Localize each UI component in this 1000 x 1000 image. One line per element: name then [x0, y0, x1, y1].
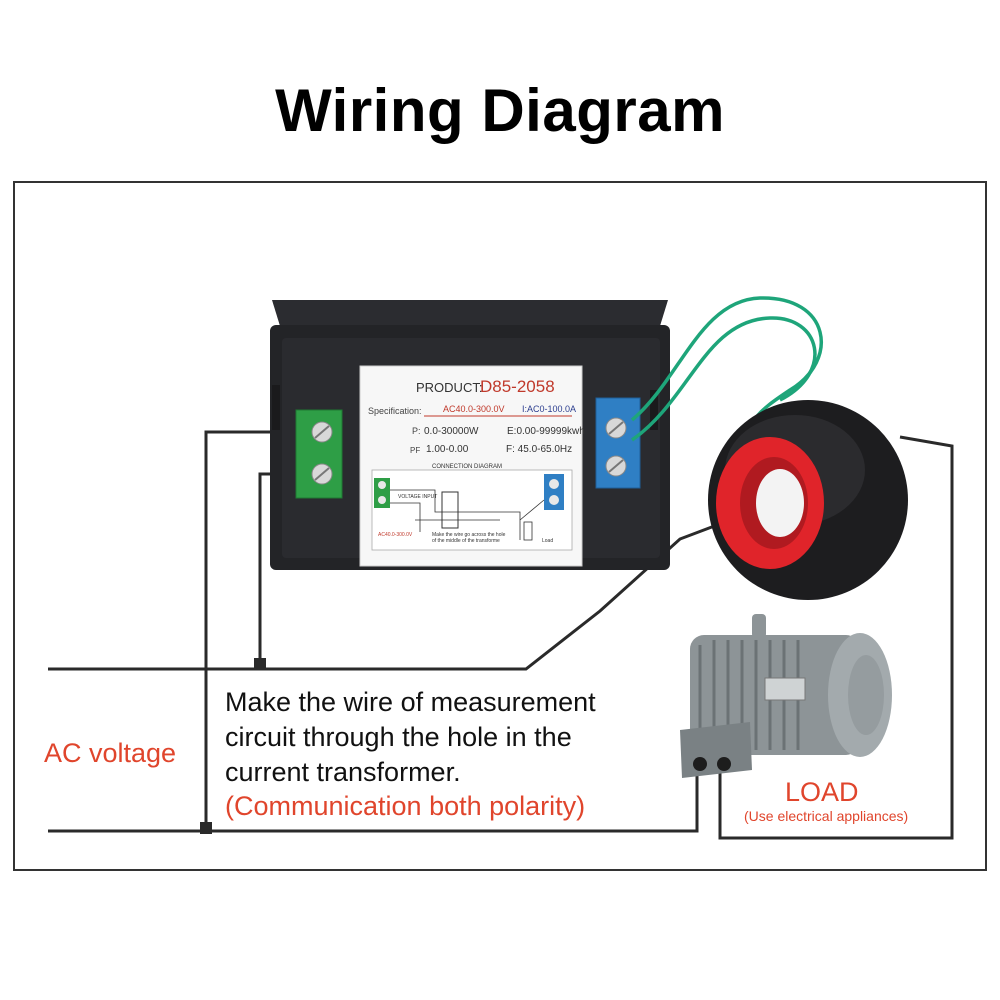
circuit-wires: [48, 430, 954, 840]
meter-side-tab-right: [650, 390, 658, 430]
motor-terminal-2: [717, 757, 731, 771]
load-sublabel: (Use electrical appliances): [744, 808, 908, 824]
meter-model: D85-2058: [480, 377, 555, 396]
meter-product-label: PRODUCT:: [416, 380, 482, 395]
inner-note-2: of the middle of the transforme: [432, 538, 500, 544]
current-transformer: [708, 400, 908, 600]
instruction-line-1: Make the wire of measurement: [225, 687, 596, 717]
diagram-frame: [13, 181, 987, 871]
inner-load-symbol: [523, 521, 533, 541]
inner-ct-symbol: [441, 491, 459, 529]
motor-terminal-box: [680, 722, 752, 778]
meter-voltage-range: AC40.0-300.0V: [443, 404, 505, 414]
meter-neutral-wire: [204, 430, 300, 824]
inner-terminal-blue: [544, 474, 564, 510]
inner-ac-range: AC40.0-300.0V: [378, 532, 413, 538]
meter-top-bevel: [272, 300, 668, 326]
meter-freq-range: F: 45.0-65.0Hz: [506, 444, 572, 455]
power-meter: PRODUCT: D85-2058 Specification: AC40.0-…: [270, 300, 670, 570]
load-return-wire: [718, 435, 954, 840]
inner-voltage-input: VOLTAGE INPUT: [398, 494, 437, 500]
meter-spec-label: Specification:: [368, 406, 422, 416]
inner-load-label: Load: [542, 538, 553, 544]
motor-nameplate: [764, 677, 806, 701]
junction-top: [254, 658, 266, 670]
ct-hole: [756, 469, 804, 537]
page-title: Wiring Diagram: [275, 77, 725, 144]
inner-note-1: Make the wire go across the hole: [432, 532, 506, 538]
junction-bottom: [200, 822, 212, 834]
inner-diagram-title: CONNECTION DIAGRAM: [432, 464, 502, 470]
bottom-line-wire: [48, 770, 699, 833]
meter-power-label: P:: [412, 426, 421, 436]
polarity-note: (Communication both polarity): [225, 791, 585, 821]
motor-lifting-eye: [752, 614, 766, 638]
meter-power-range: 0.0-30000W: [424, 426, 479, 437]
meter-energy-range: E:0.00-99999kwh: [507, 426, 585, 437]
inner-diagram-box: [371, 469, 573, 551]
instruction-line-3: current transformer.: [225, 757, 461, 787]
motor-load: [680, 614, 892, 778]
motor-terminal-1: [693, 757, 707, 771]
ac-voltage-label: AC voltage: [44, 738, 176, 768]
instruction-line-2: circuit through the hole in the: [225, 722, 572, 752]
top-line-wire: [48, 503, 771, 671]
meter-pf-range: 1.00-0.00: [426, 444, 469, 455]
load-label: LOAD: [785, 777, 859, 807]
meter-side-tab-left: [272, 385, 280, 430]
meter-pf-label: PF: [410, 446, 420, 455]
inner-terminal-green: [374, 478, 390, 508]
meter-current-range: I:AC0-100.0A: [522, 404, 576, 414]
